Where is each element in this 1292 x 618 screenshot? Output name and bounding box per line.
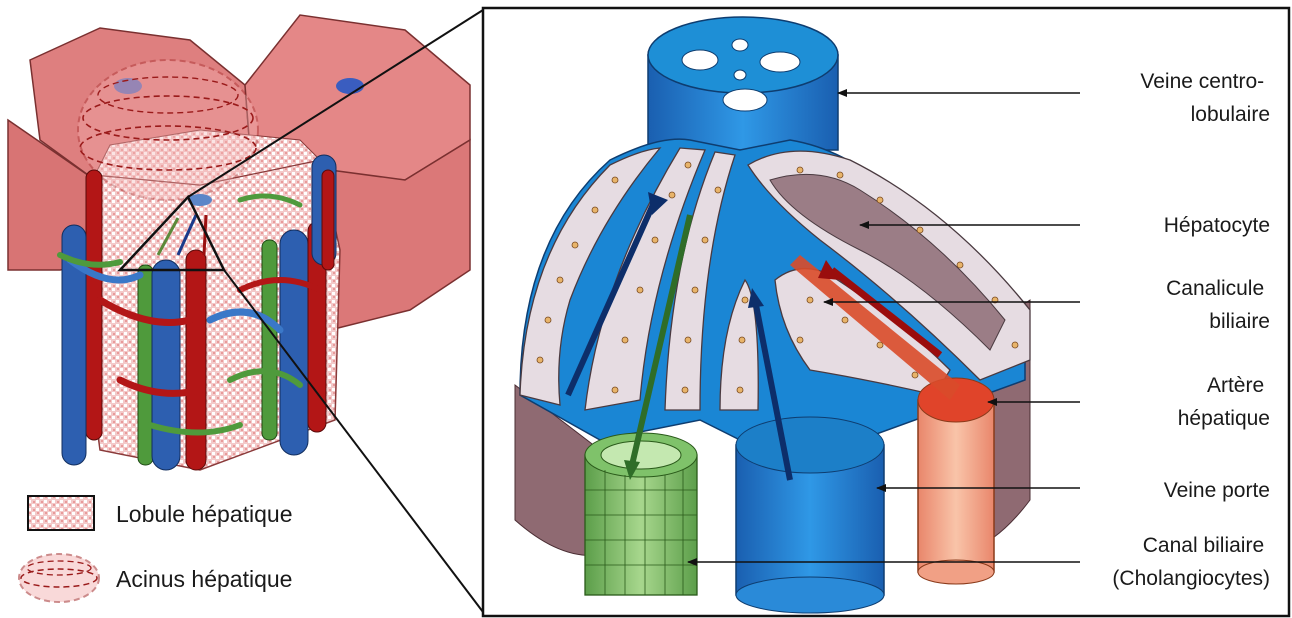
vein-lumen <box>732 39 748 51</box>
legend-label-lobule: Lobule hépatique <box>116 501 293 527</box>
bile-duct-vessel <box>138 265 153 465</box>
hepatic-artery-vessel <box>86 170 102 440</box>
legend-swatch-acinus <box>19 554 99 602</box>
portal-vein-vessel <box>152 260 180 470</box>
hepatic-acinus <box>78 60 258 200</box>
lobule-overview <box>8 15 470 470</box>
central-vein-top <box>648 17 838 93</box>
label-veine-porte: Veine porte <box>1164 479 1270 502</box>
vein-lumen <box>682 50 718 70</box>
portal-triads <box>60 155 336 470</box>
legend-label-acinus: Acinus hépatique <box>116 566 292 592</box>
bile-duct-vessel <box>262 240 277 440</box>
label-hepatocyte: Hépatocyte <box>1164 214 1270 237</box>
vessel-cap <box>336 78 364 94</box>
hepatic-artery <box>918 400 994 572</box>
vein-lumen <box>760 52 800 72</box>
hepatic-artery-vessel <box>186 250 206 470</box>
hepatic-artery-bottom <box>918 560 994 584</box>
legend-swatch-lobule <box>28 496 94 530</box>
vein-lumen <box>734 70 746 80</box>
vein-lumen <box>723 89 767 111</box>
portal-vein-vessel <box>280 230 308 455</box>
portal-vein-top <box>736 417 884 473</box>
hepatic-artery-vessel <box>322 170 334 270</box>
portal-vein-bottom <box>736 577 884 613</box>
bile-duct-lumen <box>601 441 681 469</box>
legend: Lobule hépatique Acinus hépatique <box>19 496 293 602</box>
